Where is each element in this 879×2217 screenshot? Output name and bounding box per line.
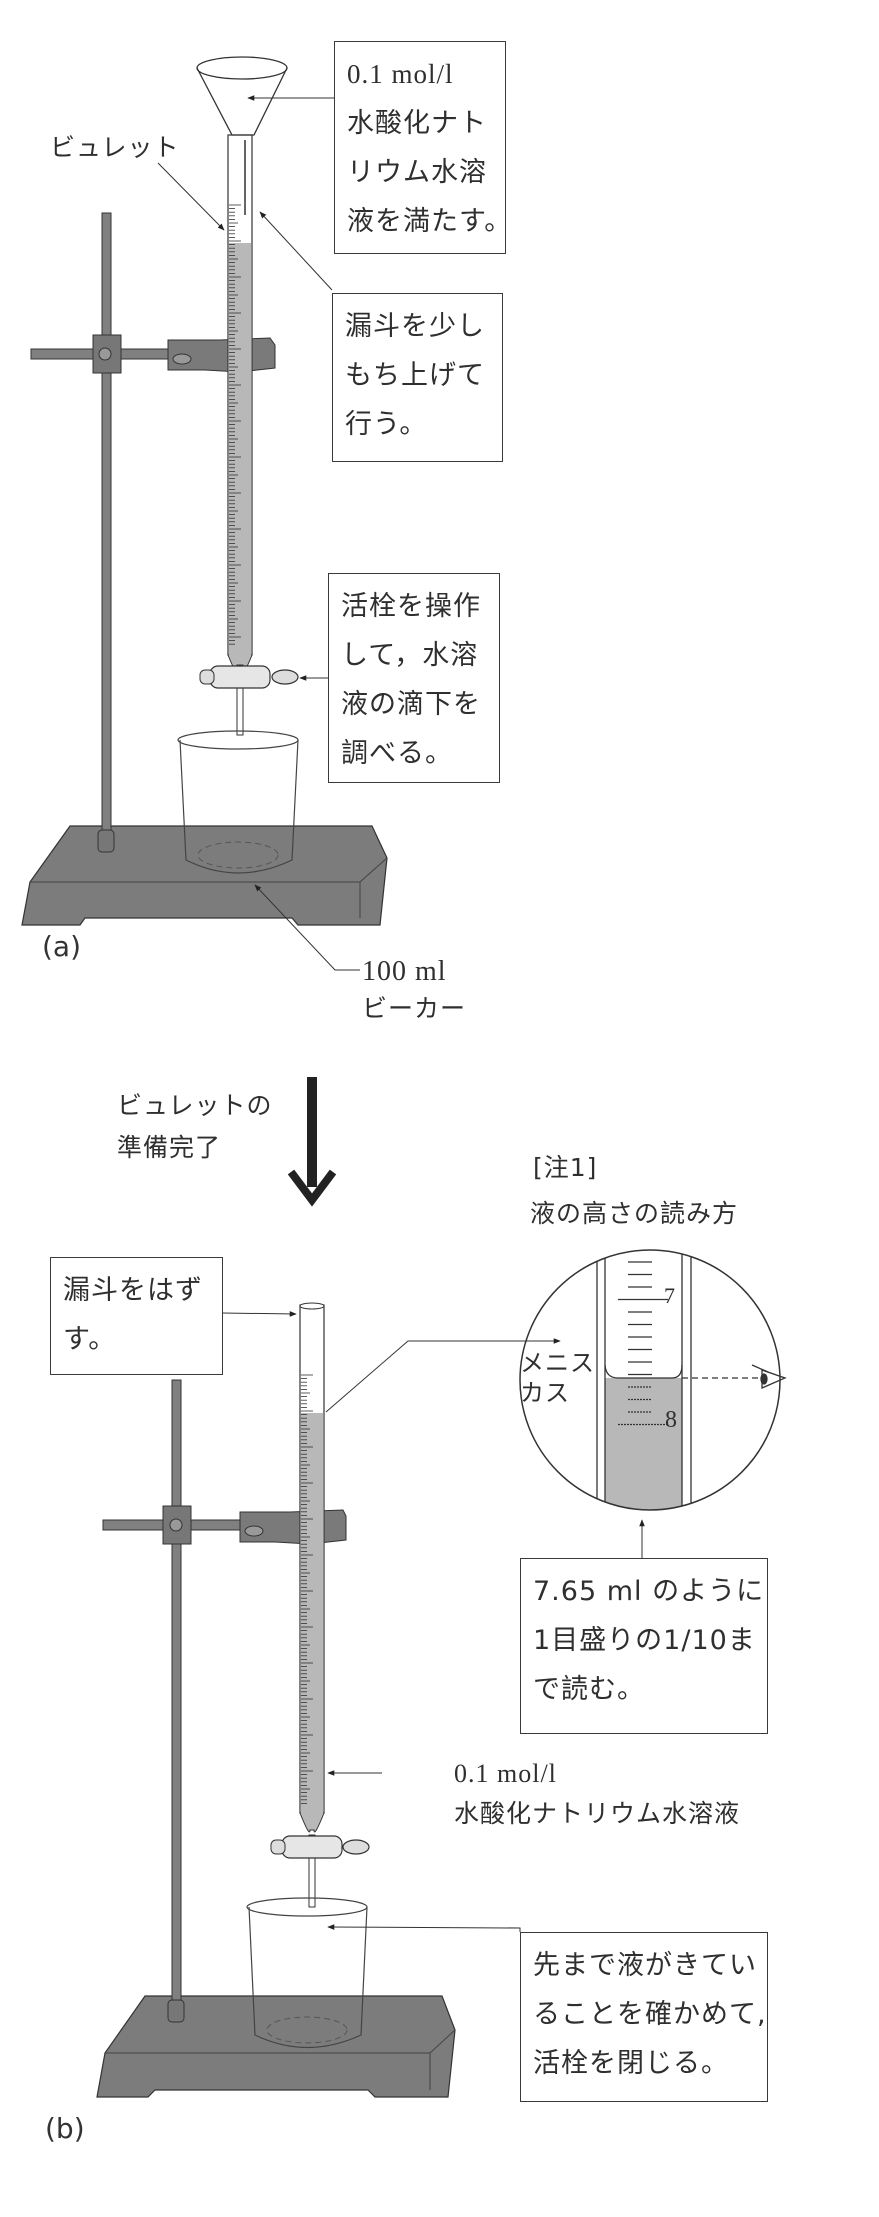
- leader-lines-b: [221, 1311, 645, 1932]
- beaker-volume-label: 100 ml: [362, 956, 447, 987]
- callout-line: 先まで液がきてい: [533, 1950, 757, 1981]
- stand-base-a: [21, 825, 388, 926]
- beaker-b: [246, 1897, 368, 2048]
- callout-line: 漏斗を少し: [345, 311, 485, 342]
- panel-b-caption: (b): [45, 2112, 85, 2145]
- meniscus-label-2: カス: [520, 1379, 570, 1407]
- stand-rod-a: [101, 212, 112, 842]
- beaker-a: [177, 730, 299, 874]
- callout-line: 水酸化ナト: [347, 108, 487, 139]
- callout-line: リウム水溶: [347, 157, 487, 188]
- meniscus-magnifier: [519, 1249, 781, 1511]
- callout-line: 行う。: [345, 409, 428, 440]
- stopcock-callout: 活栓を操作 して，水溶 液の滴下を 調べる。: [328, 573, 500, 783]
- lift-funnel-callout: 漏斗を少し もち上げて 行う。: [332, 293, 503, 462]
- transition-line-2: 準備完了: [117, 1133, 222, 1162]
- scale-mark-7: 7: [664, 1283, 676, 1308]
- eye-icon: [751, 1364, 787, 1389]
- callout-line: 調べる。: [341, 738, 453, 769]
- leader-lines-a: [157, 95, 360, 971]
- stand-base-b: [96, 1995, 456, 2098]
- beaker-name-label: ビーカー: [362, 994, 467, 1023]
- stopcock-b: [270, 1834, 370, 1908]
- callout-line: ることを確かめて,: [533, 1999, 767, 2030]
- funnel-rim: [196, 56, 288, 80]
- callout-line: 液の滴下を: [341, 689, 481, 720]
- callout-line: 1目盛りの1/10ま: [533, 1625, 756, 1656]
- callout-line: 活栓を閉じる。: [533, 2048, 729, 2079]
- panel-a-apparatus: [21, 56, 388, 926]
- fill-solution-callout: 0.1 mol/l 水酸化ナト リウム水溶 液を満たす。: [334, 41, 513, 254]
- meniscus-label-1: メニス: [520, 1349, 595, 1377]
- panel-a-caption: (a): [42, 930, 82, 963]
- callout-line: 0.1 mol/l: [347, 59, 454, 89]
- callout-line: す。: [63, 1324, 117, 1355]
- note-tag: [注1]: [533, 1153, 598, 1182]
- callout-line: 7.65 ml のように: [533, 1576, 765, 1607]
- stopcock-a: [199, 664, 299, 736]
- tip-check-callout: 先まで液がきてい ることを確かめて, 活栓を閉じる。: [520, 1932, 768, 2102]
- transition-line-1: ビュレットの: [117, 1091, 273, 1120]
- callout-line: して，水溶: [341, 640, 479, 671]
- solution-name: 水酸化ナトリウム水溶液: [454, 1799, 741, 1828]
- down-arrow-icon: [287, 1077, 337, 1207]
- remove-funnel-callout: 漏斗をはず す。: [50, 1257, 223, 1375]
- burette-label: ビュレット: [50, 133, 180, 162]
- callout-line: で読む。: [533, 1674, 645, 1705]
- callout-line: 液を満たす。: [347, 206, 513, 237]
- burette-liquid-a: [229, 243, 251, 655]
- panel-b-apparatus: [96, 1302, 456, 2098]
- solution-concentration: 0.1 mol/l: [454, 1759, 557, 1788]
- funnel: [196, 67, 288, 136]
- callout-line: 漏斗をはず: [63, 1275, 203, 1306]
- reading-callout: 7.65 ml のように 1目盛りの1/10ま で読む。: [520, 1558, 768, 1734]
- callout-line: 活栓を操作: [341, 591, 481, 622]
- note-title: 液の高さの読み方: [530, 1199, 739, 1228]
- callout-line: もち上げて: [345, 360, 485, 391]
- scale-mark-8: 8: [665, 1407, 678, 1433]
- stand-rod-b: [171, 1379, 182, 2011]
